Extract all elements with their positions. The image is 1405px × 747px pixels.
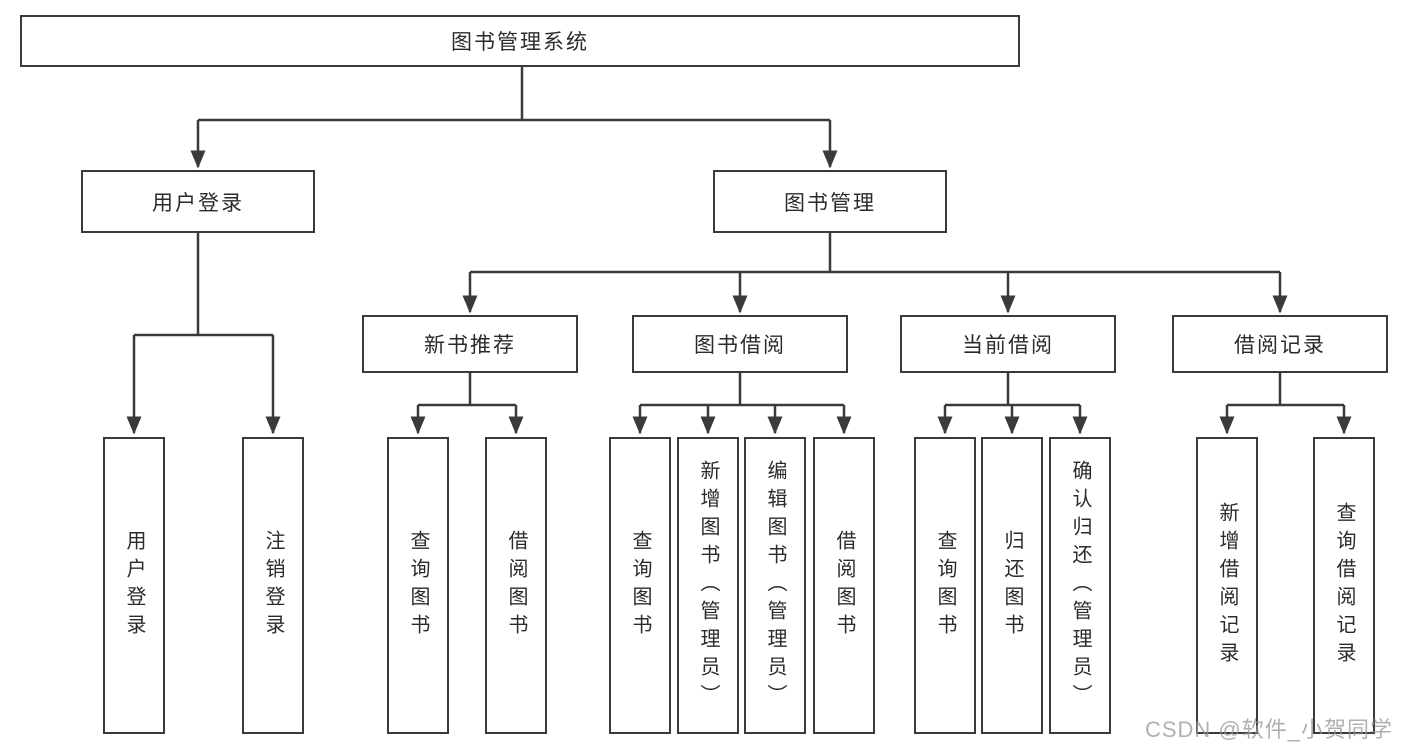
node-return-books: 归还图书: [981, 437, 1043, 734]
node-query-books-current: 查询图书: [914, 437, 976, 734]
node-logout-leaf: 注销登录: [242, 437, 304, 734]
node-root: 图书管理系统: [20, 15, 1020, 67]
node-user-login: 用户登录: [81, 170, 315, 233]
node-add-borrow-record: 新增借阅记录: [1196, 437, 1258, 734]
node-book-management: 图书管理: [713, 170, 947, 233]
node-query-books-borrow: 查询图书: [609, 437, 671, 734]
node-add-books-admin: 新增图书（管理员）: [677, 437, 739, 734]
watermark: CSDN @软件_小贺同学: [1144, 717, 1393, 742]
node-user-login-leaf: 用户登录: [103, 437, 165, 734]
node-current-borrow: 当前借阅: [900, 315, 1116, 373]
node-book-borrow: 图书借阅: [632, 315, 848, 373]
node-edit-books-admin: 编辑图书（管理员）: [744, 437, 806, 734]
node-new-book-recommend: 新书推荐: [362, 315, 578, 373]
node-confirm-return-admin: 确认归还（管理员）: [1049, 437, 1111, 734]
node-borrow-books-recommend: 借阅图书: [485, 437, 547, 734]
node-query-books-recommend: 查询图书: [387, 437, 449, 734]
node-borrow-books-leaf: 借阅图书: [813, 437, 875, 734]
node-borrow-records: 借阅记录: [1172, 315, 1388, 373]
node-query-borrow-record: 查询借阅记录: [1313, 437, 1375, 734]
